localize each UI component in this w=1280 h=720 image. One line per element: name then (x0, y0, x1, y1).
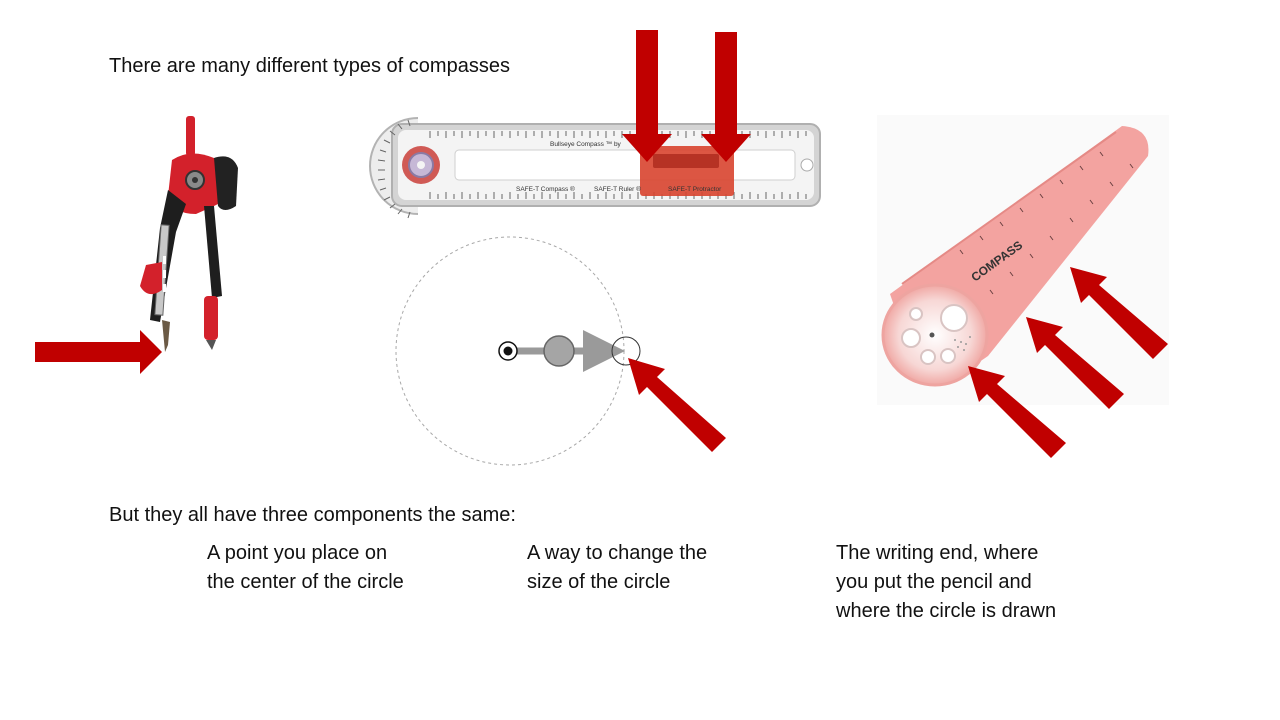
tube-compass-image: COMPASS (877, 115, 1169, 405)
component-size-change-line2: size of the circle (527, 571, 671, 593)
writing-end-marker (611, 336, 641, 366)
arrow-pointer-compass-tip (35, 330, 162, 374)
component-center-point-line1: A point you place on (207, 542, 388, 564)
page-heading: There are many different types of compas… (109, 55, 510, 77)
ruler-label-2: SAFE-T Ruler ® (594, 185, 641, 193)
ruler-top-text: Bullseye Compass ™ by (550, 141, 622, 148)
ruler-label-3: SAFE-T Protractor (668, 186, 722, 193)
arrow-pointer-ruler-slider-right (701, 32, 751, 162)
arrow-pointer-writing-end (628, 358, 726, 452)
arrow-pointer-ruler-slider-left (622, 30, 672, 162)
compass-diagram (395, 236, 641, 466)
arrow-pointer-tube-middle (1026, 317, 1124, 409)
components-subheading: But they all have three components the s… (109, 504, 516, 526)
size-adjuster-knob (543, 335, 575, 367)
component-writing-end-line3: where the circle is drawn (836, 600, 1057, 622)
component-writing-end-line2: you put the pencil and (836, 571, 1032, 593)
traditional-compass-image (140, 116, 238, 352)
arrow-pointer-tube-top (1070, 267, 1168, 359)
component-writing-end-line1: The writing end, where (836, 542, 1039, 564)
arrow-pointer-tube-bottom (968, 366, 1066, 458)
component-center-point-line2: the center of the circle (207, 571, 404, 593)
ruler-compass-image: Bullseye Compass ™ by SAFE-T Compass ® S… (369, 117, 821, 219)
component-size-change-line1: A way to change the (527, 542, 708, 564)
ruler-label-1: SAFE-T Compass ® (516, 185, 575, 193)
